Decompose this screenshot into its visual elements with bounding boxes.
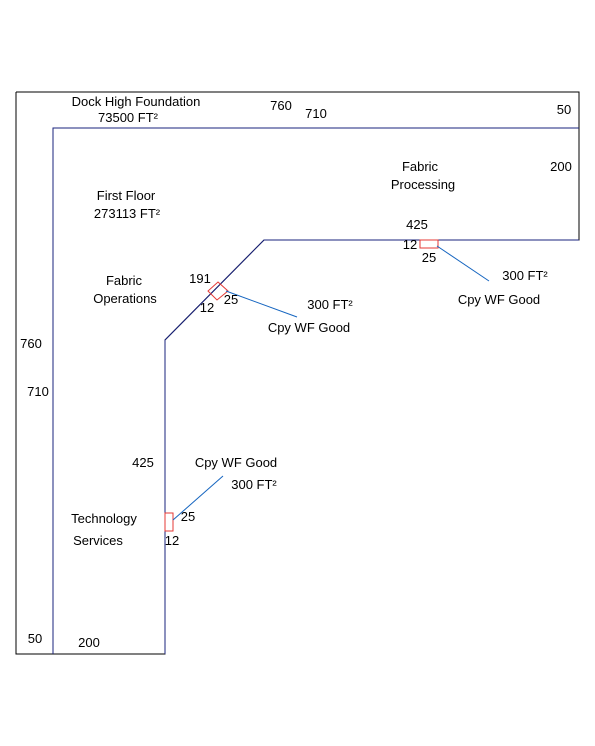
dim-diagonal: 191: [189, 271, 211, 286]
fabric-processing-line1: Fabric: [402, 159, 439, 174]
dim-top-right: 50: [557, 102, 571, 117]
canopy-a-width: 12: [403, 237, 417, 252]
dim-upper-horizontal: 425: [406, 217, 428, 232]
canopy-b-area: 300 FT²: [307, 297, 353, 312]
dock-foundation-outline: [15, 91, 580, 655]
technology-services-line2: Services: [73, 533, 123, 548]
first-floor-outline: [52, 127, 579, 654]
canopy-a-marker: [419, 239, 439, 249]
dim-top-outer: 760: [270, 98, 292, 113]
fabric-operations-line2: Operations: [93, 291, 157, 306]
dim-lower-vertical: 425: [132, 455, 154, 470]
canopy-a-label: Cpy WF Good: [458, 292, 540, 307]
canopy-c-leader: [172, 475, 224, 521]
technology-services-line1: Technology: [71, 511, 137, 526]
dim-left-outer: 760: [20, 336, 42, 351]
canopy-c-label: Cpy WF Good: [195, 455, 277, 470]
first-floor-title: First Floor: [97, 188, 156, 203]
canopy-b-width: 12: [200, 300, 214, 315]
dim-top-inner: 710: [305, 106, 327, 121]
canopy-c-depth: 25: [181, 509, 195, 524]
canopy-b-label: Cpy WF Good: [268, 320, 350, 335]
canopy-a-depth: 25: [422, 250, 436, 265]
canopy-a-leader: [436, 245, 490, 282]
canopy-c-area: 300 FT²: [231, 477, 277, 492]
dim-bottom-inner: 200: [78, 635, 100, 650]
canopy-c-marker: [164, 512, 174, 532]
dock-size: 73500 FT²: [98, 110, 159, 125]
canopy-b-depth: 25: [224, 292, 238, 307]
dim-bottom-left: 50: [28, 631, 42, 646]
canopy-a-area: 300 FT²: [502, 268, 548, 283]
dim-right-side: 200: [550, 159, 572, 174]
first-floor-size: 273113 FT²: [94, 206, 161, 221]
dock-title: Dock High Foundation: [72, 94, 201, 109]
canopy-c-width: 12: [165, 533, 179, 548]
canopy-b-leader: [225, 290, 298, 318]
dim-left-inner: 710: [27, 384, 49, 399]
fabric-operations-line1: Fabric: [106, 273, 143, 288]
fabric-processing-line2: Processing: [391, 177, 455, 192]
canopy-b-marker: [207, 281, 229, 301]
